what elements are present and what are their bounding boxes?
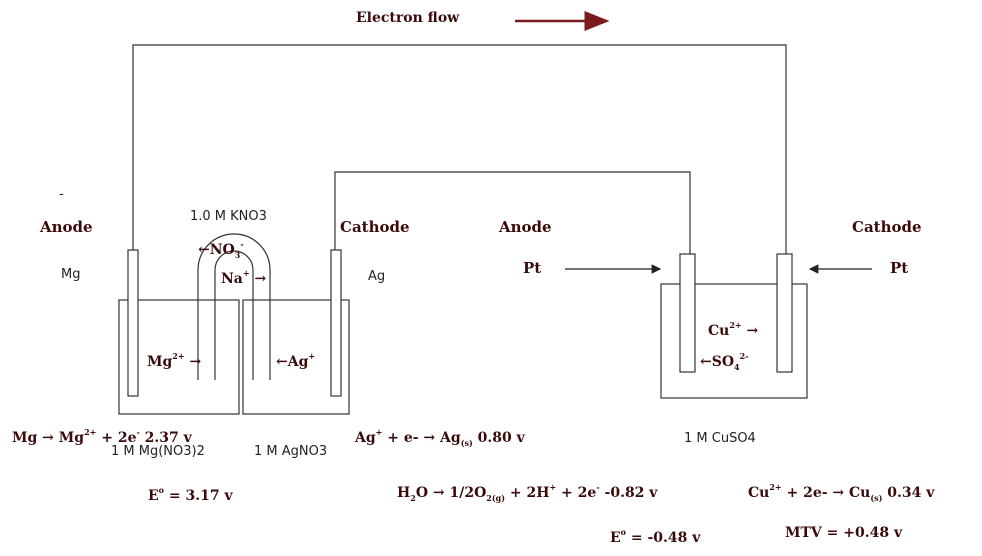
- electron-flow-label: Electron flow: [356, 10, 460, 26]
- cell1-ecell: Eo = 3.17 v: [148, 485, 233, 504]
- cell1-anode-label: Anode: [40, 218, 93, 236]
- cu-reduction: Cu2+ + 2e- → Cu(s) 0.34 v: [748, 482, 935, 503]
- mg-ion: Mg2+ →: [147, 351, 202, 370]
- cell2-anode-metal: Pt: [523, 259, 542, 277]
- mtv-value: MTV = +0.48 v: [785, 525, 903, 541]
- ag-electrode: [330, 249, 342, 397]
- ag-solution-label: 1 M AgNO3: [254, 444, 328, 459]
- beaker-left: [118, 299, 240, 415]
- mg-solution-label: 1 M Mg(NO3)2: [111, 444, 205, 459]
- bridge-cation: Na+ →: [221, 268, 267, 287]
- mg-electrode: [127, 249, 139, 397]
- ag-ion: ←Ag+: [276, 351, 316, 370]
- salt-bridge-label: 1.0 M KNO3: [190, 209, 267, 224]
- outer-wire: [132, 44, 787, 254]
- salt-bridge: [197, 233, 271, 380]
- cell2-cathode-label: Cathode: [852, 218, 922, 236]
- cell2-ecell: Eo = -0.48 v: [610, 527, 701, 546]
- stray-dash: -: [59, 187, 64, 202]
- cell2-anode-label: Anode: [499, 218, 552, 236]
- beaker-cuso4: [660, 283, 808, 399]
- sulfate-ion: ←SO42-: [700, 351, 749, 372]
- pt-cathode-electrode: [776, 253, 793, 373]
- water-oxidation: H2O → 1/2O2(g) + 2H+ + 2e- -0.82 v: [397, 482, 658, 503]
- cu-ion: Cu2+ →: [708, 320, 759, 339]
- cuso4-solution-label: 1 M CuSO4: [684, 431, 756, 446]
- mg-half-reaction: Mg → Mg2+ + 2e- 2.37 v: [12, 427, 192, 446]
- cell2-cathode-metal: Pt: [890, 259, 909, 277]
- cell1-anode-metal: Mg: [61, 267, 81, 282]
- ag-half-reaction: Ag+ + e- → Ag(s) 0.80 v: [355, 427, 525, 448]
- cell1-cathode-metal: Ag: [368, 269, 386, 284]
- pt-anode-electrode: [679, 253, 696, 373]
- cell1-cathode-label: Cathode: [340, 218, 410, 236]
- beaker-right: [242, 299, 350, 415]
- bridge-anion: ←NO3-: [198, 239, 244, 260]
- inner-wire: [334, 171, 691, 254]
